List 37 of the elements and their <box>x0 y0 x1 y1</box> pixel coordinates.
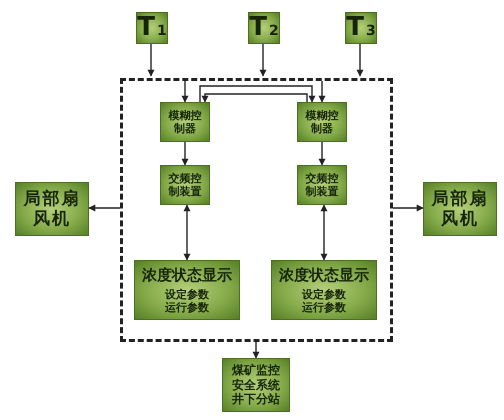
process-box <box>297 102 347 142</box>
box-label: 交频控制装置 <box>167 172 202 198</box>
box-label: 煤矿监控安全系统井下分站 <box>230 363 281 407</box>
arrow <box>182 142 188 166</box>
process-box <box>15 182 89 236</box>
arrow <box>88 204 120 212</box>
arrow <box>202 93 308 103</box>
parameter-label: 运行参数 <box>302 301 346 314</box>
arrow <box>393 204 424 212</box>
box-label: 交频控制装置 <box>304 172 340 198</box>
process-box <box>160 102 210 142</box>
box-heading: 浓度状态显示 <box>279 266 369 284</box>
arrow <box>148 44 154 77</box>
arrow <box>318 81 326 103</box>
process-box <box>423 182 497 236</box>
box-heading: 浓度状态显示 <box>142 266 232 284</box>
parameter-label: 设定参数 <box>165 288 209 301</box>
box-label: 局部扇风机 <box>430 188 490 230</box>
box-label: 模糊控制器 <box>305 108 339 136</box>
display-box <box>134 260 240 320</box>
process-box <box>297 165 347 205</box>
display-box <box>271 260 377 320</box>
dashed-frame <box>120 78 393 342</box>
arrow <box>320 204 328 261</box>
parameter-label: 设定参数 <box>302 288 346 301</box>
arrow <box>182 81 188 103</box>
arrow <box>199 85 316 103</box>
box-label: 模糊控制器 <box>168 108 202 136</box>
process-box <box>160 165 210 205</box>
arrow <box>318 142 326 166</box>
arrow <box>252 342 260 359</box>
parameter-label: 运行参数 <box>165 301 209 314</box>
process-box <box>222 358 290 412</box>
arrow <box>184 204 190 261</box>
arrow <box>260 44 266 77</box>
box-label: 局部扇风机 <box>22 188 82 230</box>
arrow <box>356 44 364 77</box>
